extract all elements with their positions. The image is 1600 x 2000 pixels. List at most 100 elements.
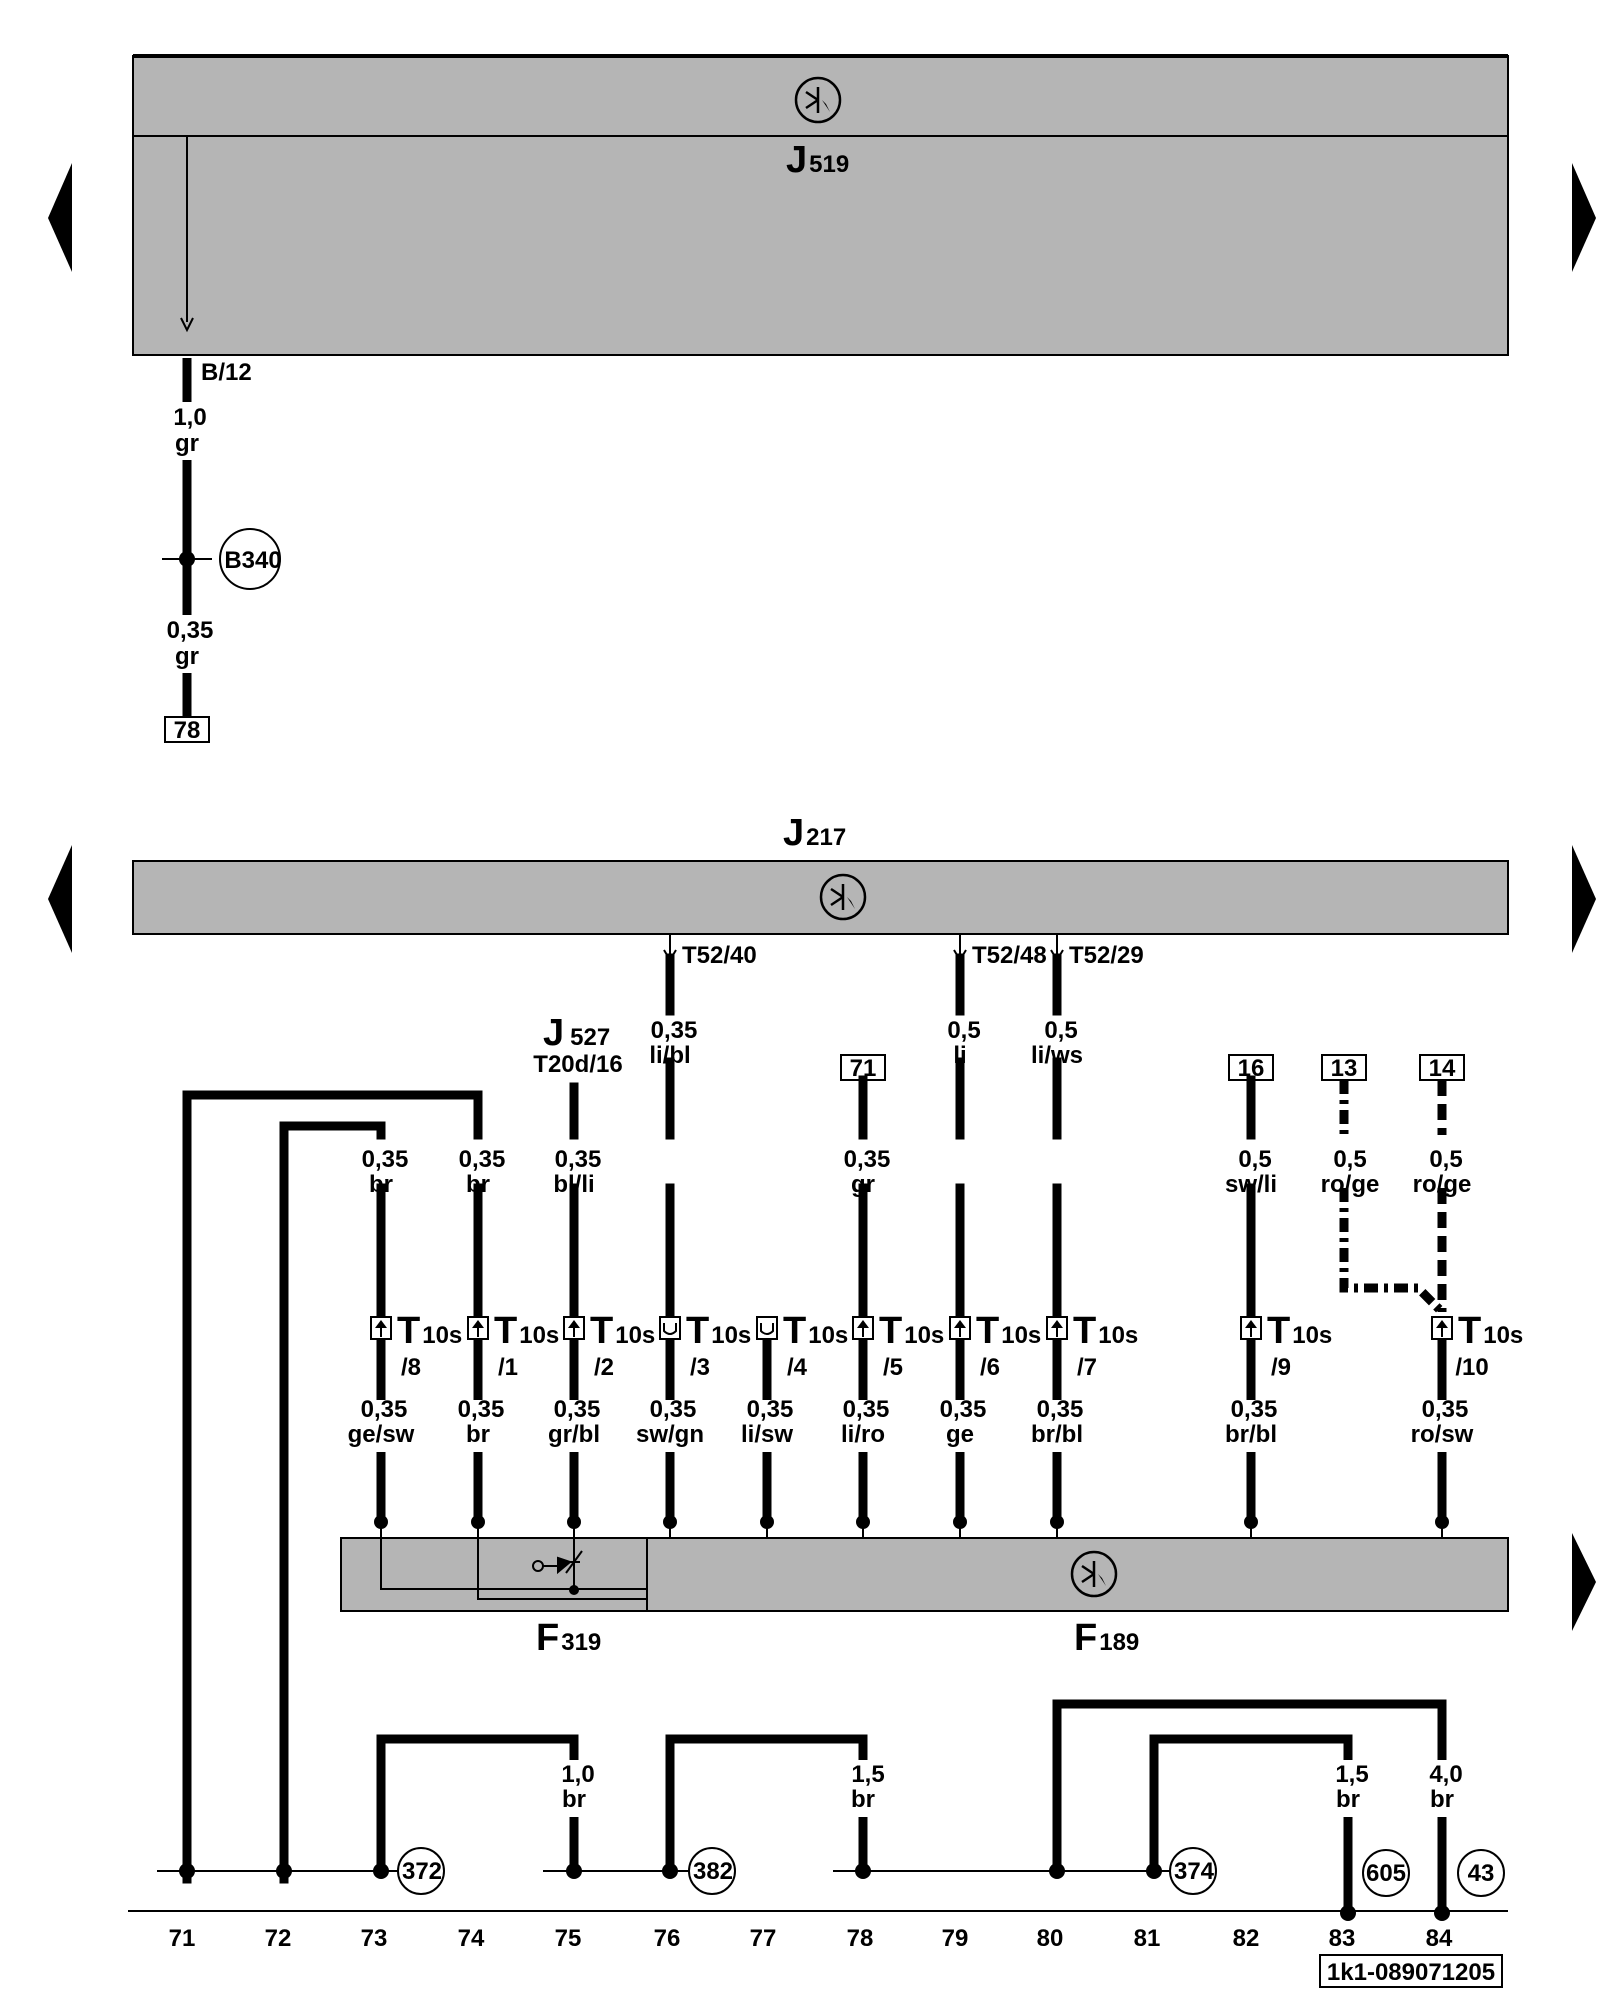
f319-switch-icon xyxy=(380,1522,647,1600)
wire-color-label: br xyxy=(369,1171,393,1198)
splice-b340 xyxy=(219,528,281,590)
connector-pin-label: /5 xyxy=(883,1354,903,1381)
svg-text:1,5: 1,5 xyxy=(851,1761,884,1788)
wire-color-label: ge/sw xyxy=(348,1421,415,1448)
arrow-left-icon xyxy=(48,845,72,953)
svg-text:br: br xyxy=(562,1786,586,1813)
track-number: 73 xyxy=(361,1925,388,1952)
j519-control-unit-icon xyxy=(794,76,842,124)
ground-point-372 xyxy=(397,1847,445,1895)
svg-text:T52/40: T52/40 xyxy=(682,942,757,969)
svg-text:T52/29: T52/29 xyxy=(1069,942,1144,969)
ground-point-605 xyxy=(1362,1849,1410,1897)
arrow-right-icon xyxy=(1572,1533,1596,1631)
connector-name: T10s xyxy=(1267,1310,1332,1352)
connector-sub: 10s xyxy=(808,1322,848,1349)
splice-dot xyxy=(179,551,195,567)
wire-size-label: 0,35 xyxy=(459,1146,506,1173)
wire-color-label: ro/ge xyxy=(1413,1171,1472,1198)
track-number: 71 xyxy=(169,1925,196,1952)
wire-size-label: 0,35 xyxy=(362,1146,409,1173)
track-number: 76 xyxy=(654,1925,681,1952)
connector-pin-label: /8 xyxy=(401,1354,421,1381)
svg-text:br: br xyxy=(1430,1786,1454,1813)
wire-color-label: sw/gn xyxy=(636,1421,704,1448)
connector-pin-label: /6 xyxy=(980,1354,1000,1381)
wire-size-label: 0,5 xyxy=(1044,1017,1077,1044)
j519-housing xyxy=(132,55,1509,356)
track-number: 84 xyxy=(1426,1925,1453,1952)
wire-size-label: 0,5 xyxy=(1429,1146,1462,1173)
svg-text:1,0: 1,0 xyxy=(561,1761,594,1788)
svg-text:0,5: 0,5 xyxy=(1333,1146,1366,1173)
svg-text:374: 374 xyxy=(1174,1858,1215,1885)
wire-size-label: 0,35 xyxy=(844,1146,891,1173)
svg-text:605: 605 xyxy=(1366,1860,1406,1887)
wire-color-label: li/ro xyxy=(841,1421,885,1448)
svg-text:1,5: 1,5 xyxy=(1335,1761,1368,1788)
wire-size-label: 0,35 xyxy=(1231,1396,1278,1423)
wire-size-label: 0,35 xyxy=(361,1396,408,1423)
connector-name: T10s xyxy=(879,1310,944,1352)
connector-name: T10s xyxy=(976,1310,1041,1352)
wire-color-label: ge xyxy=(946,1421,974,1448)
wire-color-label: ro/sw xyxy=(1411,1421,1474,1448)
connector-name: T10s xyxy=(1073,1310,1138,1352)
track-number: 72 xyxy=(265,1925,292,1952)
svg-text:372: 372 xyxy=(402,1858,442,1885)
track-number: 83 xyxy=(1329,1925,1356,1952)
connector-name: T10s xyxy=(590,1310,655,1352)
connector-sub: 10s xyxy=(1098,1322,1138,1349)
wire-size-label: 0,35 xyxy=(555,1146,602,1173)
wire-size-label: 0,35 xyxy=(651,1017,698,1044)
track-number: 81 xyxy=(1134,1925,1161,1952)
pin-b12-label: B/12 xyxy=(201,359,252,386)
wire-color-label: br xyxy=(466,1421,490,1448)
j217-label: J217 xyxy=(783,812,846,854)
wire-color-label: sw/li xyxy=(1225,1171,1277,1198)
arrow-left-icon xyxy=(48,163,72,272)
connector-pin: T10s/6 xyxy=(949,1310,1041,1381)
connector-pin-label: /1 xyxy=(498,1354,518,1381)
track-number: 79 xyxy=(942,1925,969,1952)
f189-control-unit-icon xyxy=(1070,1550,1118,1598)
svg-text:13: 13 xyxy=(1331,1055,1358,1082)
wire-color-label: br xyxy=(466,1171,490,1198)
connector-sub: 10s xyxy=(1292,1322,1332,1349)
svg-text:0,35: 0,35 xyxy=(167,617,214,644)
wire-color-label: br/bl xyxy=(1225,1421,1277,1448)
svg-text:T52/48: T52/48 xyxy=(972,942,1047,969)
wire-size-label: 0,35 xyxy=(843,1396,890,1423)
connector-pin-label: /2 xyxy=(594,1354,614,1381)
connector-sub: 10s xyxy=(1483,1322,1523,1349)
connector-sub: 10s xyxy=(1001,1322,1041,1349)
f319-label: F319 xyxy=(536,1617,601,1659)
wire-size-label: 0,35 xyxy=(747,1396,794,1423)
connector-pin-label: /7 xyxy=(1077,1354,1097,1381)
connector-name: T10s xyxy=(397,1310,462,1352)
track-number: 78 xyxy=(847,1925,874,1952)
wire-size-label: 0,5 xyxy=(1238,1146,1271,1173)
wire-size-label: 0,35 xyxy=(940,1396,987,1423)
upper-wires xyxy=(182,953,1256,1884)
connector-pin: T10s/4 xyxy=(756,1310,848,1381)
wire-size-label: 0,35 xyxy=(554,1396,601,1423)
wire-color-label: bl/li xyxy=(553,1171,594,1198)
ground-point-43 xyxy=(1457,1849,1505,1897)
wire-color-label: li/sw xyxy=(741,1421,793,1448)
track-number: 74 xyxy=(458,1925,485,1952)
connector-sub: 10s xyxy=(422,1322,462,1349)
connector-name: T10s xyxy=(686,1310,751,1352)
svg-text:43: 43 xyxy=(1468,1860,1495,1887)
track-number: 80 xyxy=(1037,1925,1064,1952)
wire-color-label: li/bl xyxy=(649,1042,690,1069)
svg-text:14: 14 xyxy=(1429,1055,1456,1082)
f189-housing xyxy=(340,1537,1509,1612)
track-number: 77 xyxy=(750,1925,777,1952)
j217-control-unit-icon xyxy=(819,873,867,921)
svg-text:78: 78 xyxy=(174,717,201,744)
connector-name: T10s xyxy=(1458,1310,1523,1352)
svg-text:gr: gr xyxy=(175,643,199,670)
